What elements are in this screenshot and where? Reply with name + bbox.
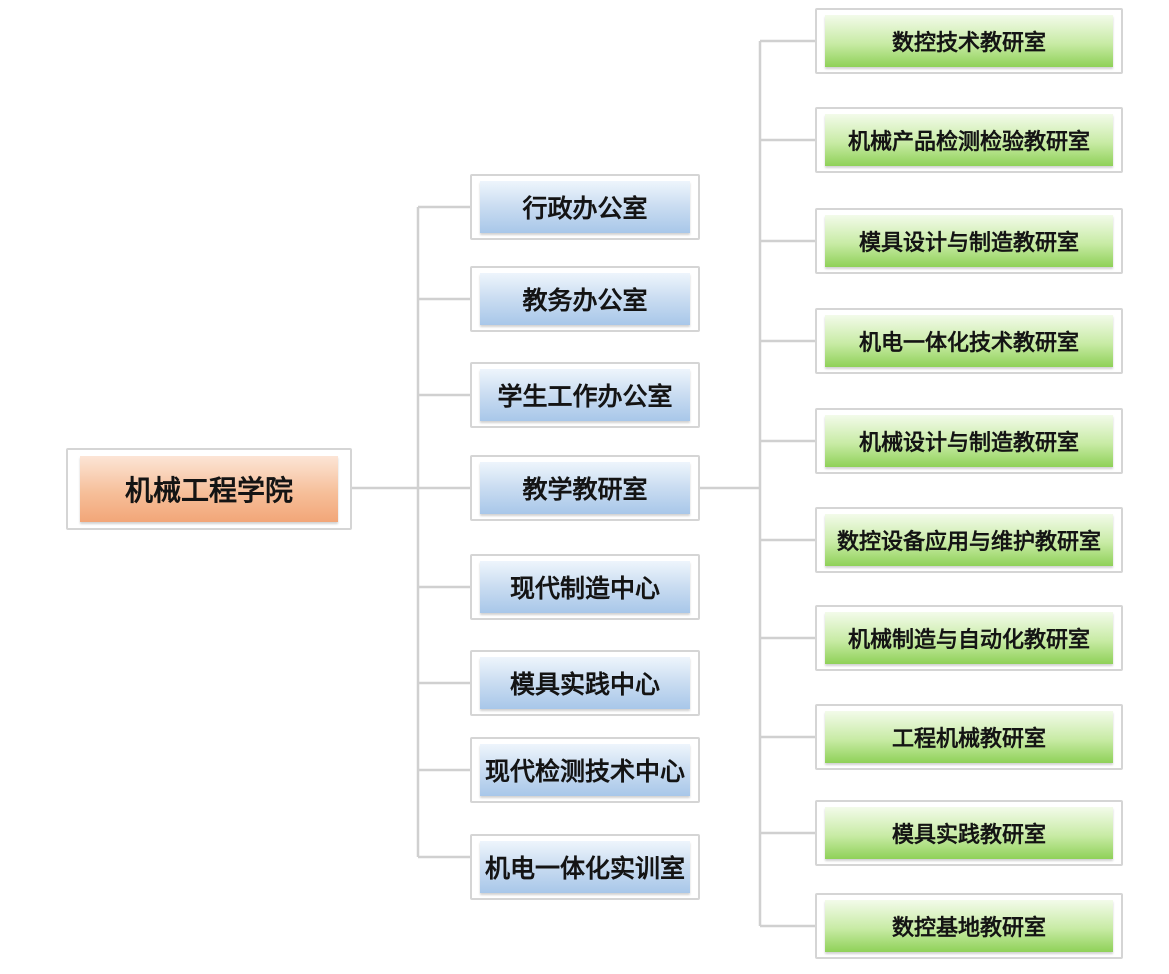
teaching-office-label: 模具实践教研室	[825, 807, 1113, 859]
teaching-office-label: 机械制造与自动化教研室	[825, 612, 1113, 664]
teaching-office-node: 工程机械教研室	[815, 704, 1123, 770]
root-node: 机械工程学院	[66, 448, 352, 530]
department-label: 模具实践中心	[480, 657, 690, 709]
teaching-office-label: 数控技术教研室	[825, 15, 1113, 67]
department-label: 机电一体化实训室	[480, 841, 690, 893]
department-node: 教学教研室	[470, 455, 700, 521]
department-label: 现代制造中心	[480, 561, 690, 613]
root-label: 机械工程学院	[80, 456, 338, 522]
department-label: 教务办公室	[480, 273, 690, 325]
teaching-office-label: 工程机械教研室	[825, 711, 1113, 763]
department-node: 行政办公室	[470, 174, 700, 240]
teaching-office-node: 模具实践教研室	[815, 800, 1123, 866]
department-label: 学生工作办公室	[480, 369, 690, 421]
teaching-office-label: 模具设计与制造教研室	[825, 215, 1113, 267]
teaching-office-node: 机电一体化技术教研室	[815, 308, 1123, 374]
department-label: 现代检测技术中心	[480, 744, 690, 796]
department-node: 教务办公室	[470, 266, 700, 332]
teaching-office-node: 数控设备应用与维护教研室	[815, 507, 1123, 573]
teaching-office-label: 数控设备应用与维护教研室	[825, 514, 1113, 566]
teaching-office-label: 机械产品检测检验教研室	[825, 114, 1113, 166]
teaching-office-label: 数控基地教研室	[825, 900, 1113, 952]
teaching-office-node: 数控基地教研室	[815, 893, 1123, 959]
teaching-office-node: 模具设计与制造教研室	[815, 208, 1123, 274]
department-label: 教学教研室	[480, 462, 690, 514]
teaching-office-node: 机械制造与自动化教研室	[815, 605, 1123, 671]
department-node: 现代制造中心	[470, 554, 700, 620]
department-node: 机电一体化实训室	[470, 834, 700, 900]
teaching-office-node: 数控技术教研室	[815, 8, 1123, 74]
department-label: 行政办公室	[480, 181, 690, 233]
department-node: 模具实践中心	[470, 650, 700, 716]
teaching-office-node: 机械产品检测检验教研室	[815, 107, 1123, 173]
department-node: 现代检测技术中心	[470, 737, 700, 803]
teaching-office-label: 机电一体化技术教研室	[825, 315, 1113, 367]
teaching-office-node: 机械设计与制造教研室	[815, 408, 1123, 474]
teaching-office-label: 机械设计与制造教研室	[825, 415, 1113, 467]
department-node: 学生工作办公室	[470, 362, 700, 428]
